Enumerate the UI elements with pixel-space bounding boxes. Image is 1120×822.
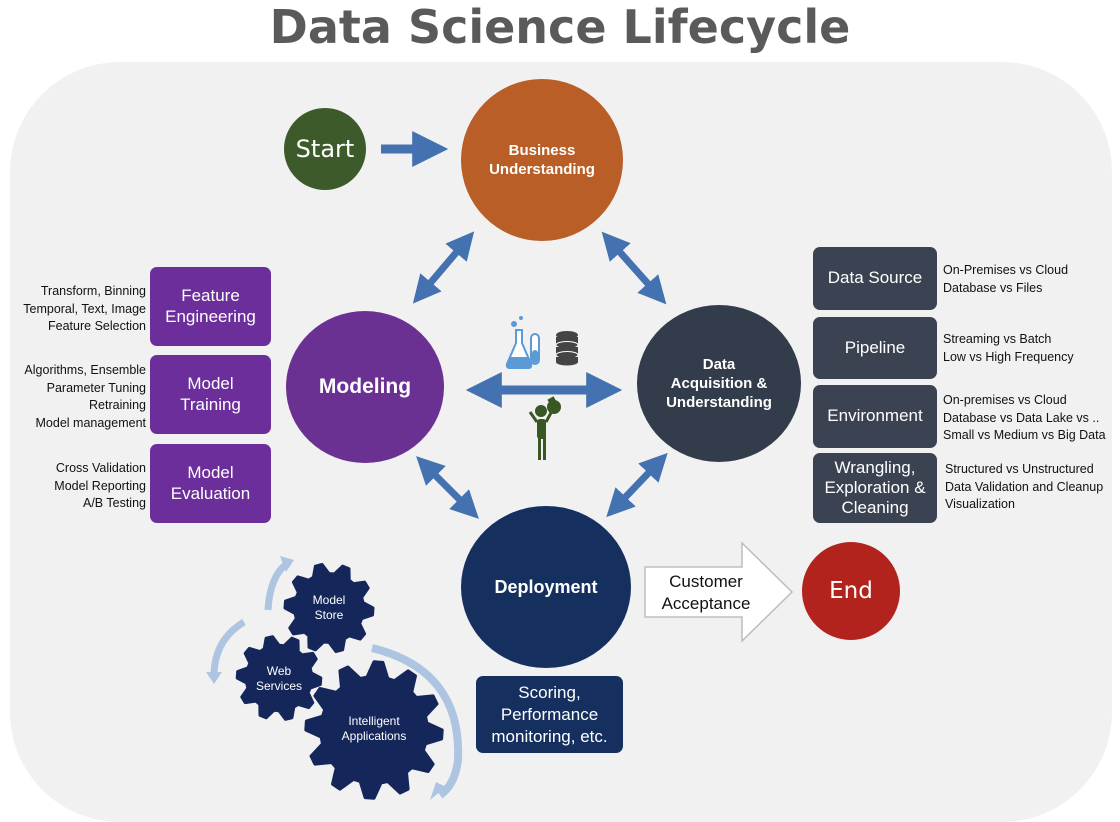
detail-line: Cross Validation	[55, 461, 146, 475]
environment-label: Environment	[827, 406, 923, 426]
acquisition-label-line3: Understanding	[666, 394, 772, 411]
arrow-business-acquisition	[601, 231, 667, 305]
web-services-line2: Services	[255, 679, 302, 693]
intelligent-applications-label: Intelligent Applications	[328, 714, 420, 744]
detail-line: Streaming vs Batch	[943, 332, 1052, 346]
model-store-gear-hub	[296, 575, 362, 641]
acquisition-label-line2: Acquisition &	[670, 375, 768, 392]
business-label-line1: Business	[508, 142, 576, 159]
environment-box: Environment	[813, 385, 937, 448]
detail-line: Database vs Data Lake vs ..	[943, 410, 1100, 425]
deployment-label: Deployment	[494, 576, 598, 597]
flask-icon	[505, 316, 540, 369]
modeling-node: Modeling	[286, 311, 444, 463]
deployment-note-box: Scoring, Performance monitoring, etc.	[476, 676, 623, 753]
detail-line: Feature Selection	[48, 319, 146, 333]
web-services-gear-hub	[247, 646, 311, 710]
modeling-label: Modeling	[318, 375, 412, 398]
feature-engineering-box: Feature Engineering	[150, 267, 271, 346]
model-training-box: Model Training	[150, 355, 271, 434]
detail-line: Model Reporting	[54, 478, 146, 493]
wrangling-line3: Cleaning	[841, 498, 909, 517]
customer-acceptance-arrow	[644, 541, 794, 643]
detail-line: Low vs High Frequency	[943, 349, 1074, 364]
arrow-modeling-deployment	[416, 456, 479, 519]
detail-line: Transform, Binning	[40, 284, 146, 298]
model-store-line1: Model	[312, 593, 346, 607]
data-source-details: On-Premises vs Cloud Database vs Files	[943, 262, 1068, 297]
end-node: End	[802, 542, 900, 640]
feature-engineering-line1: Feature	[181, 286, 240, 306]
arrow-business-modeling	[412, 231, 475, 304]
gear-cycle-arrow-left	[210, 618, 246, 677]
detail-line: Algorithms, Ensemble	[24, 363, 146, 377]
data-acquisition-node: Data Acquisition & Understanding	[637, 305, 801, 462]
business-understanding-node: Business Understanding	[461, 79, 623, 241]
pipeline-label: Pipeline	[844, 337, 906, 357]
end-label: End	[829, 578, 873, 604]
model-evaluation-details: Cross Validation Model Reporting A/B Tes…	[54, 460, 146, 513]
feature-engineering-details: Transform, Binning Temporal, Text, Image…	[23, 283, 146, 336]
pipeline-box: Pipeline	[813, 317, 937, 379]
detail-line: Data Validation and Cleanup	[945, 479, 1104, 494]
detail-line: Structured vs Unstructured	[945, 462, 1094, 476]
model-evaluation-line2: Evaluation	[170, 483, 251, 503]
intelligent-apps-line1: Intelligent	[348, 714, 400, 728]
customer-acceptance-label: Customer Acceptance	[648, 571, 764, 615]
start-label: Start	[295, 135, 355, 163]
detail-line: A/B Testing	[82, 496, 146, 510]
detail-line: Visualization	[945, 497, 1015, 511]
deployment-note-line3: monitoring, etc.	[491, 726, 608, 746]
environment-details: On-premises vs Cloud Database vs Data La…	[943, 392, 1106, 445]
detail-line: Temporal, Text, Image	[23, 301, 146, 316]
arrow-acquisition-deployment	[606, 452, 668, 518]
customer-acceptance-line1: Customer	[669, 572, 743, 591]
detail-line: Retraining	[89, 398, 146, 412]
intelligent-applications-gear-hub	[323, 679, 425, 781]
wrangling-details: Structured vs Unstructured Data Validati…	[945, 461, 1103, 514]
model-store-label: Model Store	[299, 593, 359, 623]
web-services-line1: Web	[266, 664, 292, 678]
customer-acceptance-line2: Acceptance	[661, 594, 751, 613]
pipeline-details: Streaming vs Batch Low vs High Frequency	[943, 331, 1074, 366]
wrangling-line2: Exploration &	[824, 478, 926, 497]
deployment-note-line2: Performance	[500, 704, 599, 724]
wrangling-line1: Wrangling,	[834, 458, 916, 477]
model-training-details: Algorithms, Ensemble Parameter Tuning Re…	[24, 362, 146, 432]
detail-line: Model management	[35, 415, 146, 430]
deployment-note-line1: Scoring,	[518, 682, 581, 702]
data-source-box: Data Source	[813, 247, 937, 310]
detail-line: On-premises vs Cloud	[943, 393, 1067, 407]
detail-line: On-Premises vs Cloud	[943, 263, 1069, 277]
model-evaluation-box: Model Evaluation	[150, 444, 271, 523]
intelligent-apps-line2: Applications	[341, 729, 407, 743]
data-source-label: Data Source	[827, 268, 923, 288]
detail-line: Small vs Medium vs Big Data	[943, 428, 1106, 442]
detail-line: Parameter Tuning	[46, 380, 146, 395]
feature-engineering-line2: Engineering	[165, 306, 256, 326]
page-title: Data Science Lifecycle	[269, 0, 851, 54]
wrangling-box: Wrangling, Exploration & Cleaning	[813, 453, 937, 523]
acquisition-label-line1: Data	[702, 356, 736, 373]
gear-cycle-arrow-right	[371, 644, 463, 799]
connector-layer	[206, 131, 794, 800]
web-services-label: Web Services	[243, 664, 315, 694]
business-label-line2: Understanding	[489, 161, 595, 178]
deployment-node: Deployment	[461, 506, 631, 668]
scientist-icon	[528, 396, 561, 460]
model-store-line2: Store	[314, 608, 344, 622]
start-node: Start	[284, 108, 366, 190]
model-training-line2: Training	[180, 394, 241, 414]
model-training-line1: Model	[187, 374, 234, 394]
model-evaluation-line1: Model	[187, 463, 234, 483]
detail-line: Database vs Files	[943, 280, 1043, 295]
database-icon	[555, 331, 579, 366]
